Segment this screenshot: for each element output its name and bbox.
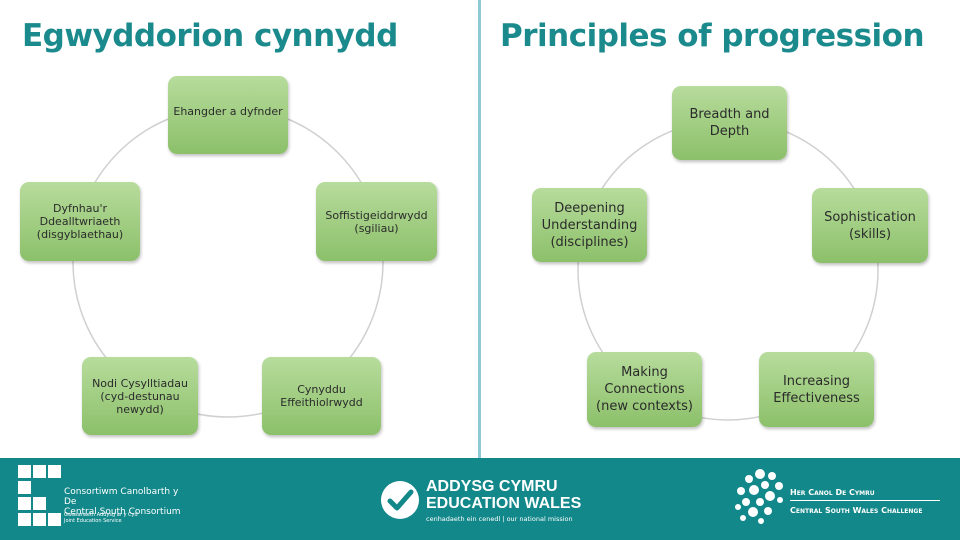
- right-node-label: Increasing Effectiveness: [773, 373, 860, 406]
- left-node-label: Ehangder a dyfnder: [173, 104, 283, 118]
- right-node-label: Sophistication (skills): [824, 209, 916, 242]
- challenge-line2: Central South Wales Challenge: [790, 506, 923, 515]
- left-node-label: Nodi Cysylltiadau (cyd-destunau newydd): [92, 376, 188, 416]
- right-node-deepening: Deepening Understanding (disciplines): [532, 188, 647, 262]
- consortium-logo: Consortiwm Canolbarth y De Central South…: [18, 465, 181, 533]
- education-wales-logo: ADDYSG CYMRU EDUCATION WALES cenhadaeth …: [380, 478, 582, 528]
- consortium-grid-icon: [18, 465, 62, 527]
- left-node-deepening: Dyfnhau'r Ddealltwriaeth (disgyblaethau): [20, 182, 140, 261]
- center-divider: [478, 0, 481, 458]
- right-node-sophistication: Sophistication (skills): [812, 188, 928, 263]
- right-node-effectiveness: Increasing Effectiveness: [759, 352, 874, 427]
- dots-cluster-icon: [735, 469, 783, 524]
- left-node-effectiveness: Cynyddu Effeithiolrwydd: [262, 357, 381, 435]
- left-node-breadth-depth: Ehangder a dyfnder: [168, 76, 288, 154]
- ecw-line2: EDUCATION WALES: [426, 495, 582, 512]
- ecw-line1: ADDYSG CYMRU: [426, 478, 558, 495]
- challenge-underline: [790, 500, 940, 501]
- challenge-line1: Her Canol De Cymru: [790, 488, 875, 497]
- right-title: Principles of progression: [500, 18, 925, 54]
- right-node-label: Deepening Understanding (disciplines): [541, 200, 638, 250]
- right-node-breadth-depth: Breadth and Depth: [672, 86, 787, 160]
- footer-band: Consortiwm Canolbarth y De Central South…: [0, 458, 960, 540]
- left-node-connections: Nodi Cysylltiadau (cyd-destunau newydd): [82, 357, 198, 435]
- left-node-label: Cynyddu Effeithiolrwydd: [280, 383, 363, 409]
- left-node-label: Dyfnhau'r Ddealltwriaeth (disgyblaethau): [36, 202, 124, 241]
- left-node-label: Soffistigeiddrwydd (sgiliau): [325, 208, 428, 235]
- left-title: Egwyddorion cynnydd: [22, 18, 398, 54]
- consortium-name: Consortiwm Canolbarth y De Central South…: [64, 487, 181, 517]
- consortium-service: Gwasanaeth Addysg ar y Cyd Joint Educati…: [64, 512, 138, 524]
- right-node-label: Making Connections (new contexts): [596, 365, 693, 414]
- left-node-sophistication: Soffistigeiddrwydd (sgiliau): [316, 182, 437, 261]
- checkmark-icon: [381, 481, 419, 519]
- right-node-connections: Making Connections (new contexts): [587, 352, 702, 427]
- ecw-tagline: cenhadaeth ein cenedl | our national mis…: [426, 515, 573, 523]
- right-node-label: Breadth and Depth: [689, 107, 770, 139]
- challenge-logo: Her Canol De Cymru Central South Wales C…: [732, 466, 947, 534]
